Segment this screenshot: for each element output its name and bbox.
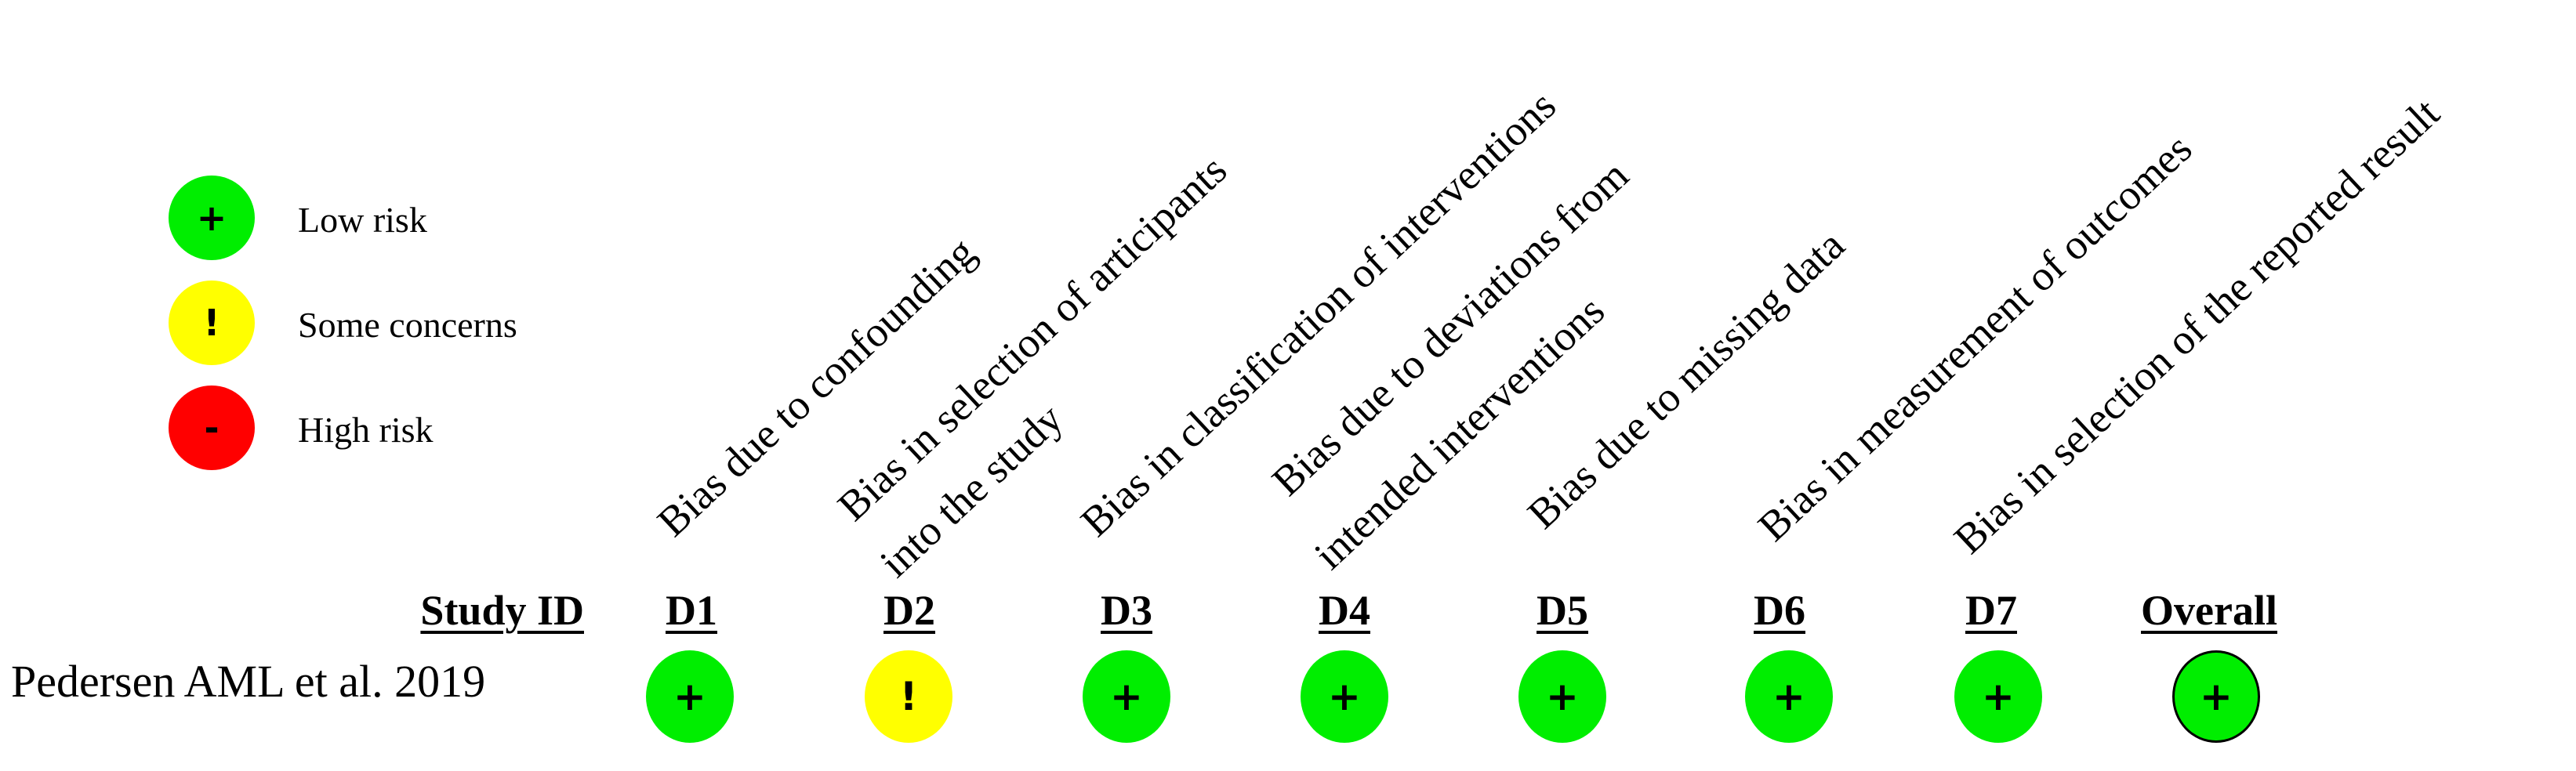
high-risk-minus-icon: - (169, 386, 255, 470)
judgement-overall-low-risk-plus-icon: + (2172, 650, 2260, 743)
judgement-d3-low-risk-plus-icon: + (1083, 650, 1170, 743)
legend-label-high: High risk (298, 410, 434, 450)
study-name: Pedersen AML et al. 2019 (11, 656, 486, 707)
judgement-d4-low-risk-plus-icon: + (1301, 650, 1388, 743)
legend-label-some: Some concerns (298, 305, 517, 345)
judgement-d5-low-risk-plus-icon: + (1518, 650, 1606, 743)
column-header-d2: D2 (883, 587, 935, 634)
judgement-d7-low-risk-plus-icon: + (1954, 650, 2042, 743)
some-concerns-exclamation-icon: ! (169, 281, 255, 365)
column-header-d3: D3 (1101, 587, 1152, 634)
column-header-d6: D6 (1754, 587, 1805, 634)
legend-label-low: Low risk (298, 200, 427, 240)
judgement-d2-some-concerns-exclamation-icon: ! (865, 650, 952, 743)
study-id-header: Study ID (420, 587, 584, 634)
judgement-d6-low-risk-plus-icon: + (1745, 650, 1833, 743)
column-header-overall: Overall (2141, 587, 2277, 634)
column-header-d5: D5 (1537, 587, 1588, 634)
low-risk-plus-icon: + (169, 176, 255, 260)
column-header-d4: D4 (1319, 587, 1370, 634)
column-header-d7: D7 (1965, 587, 2017, 634)
column-header-d1: D1 (666, 587, 717, 634)
domain-label-d6: Bias in measurement of outcomes (1749, 125, 2201, 551)
judgement-d1-low-risk-plus-icon: + (646, 650, 734, 743)
